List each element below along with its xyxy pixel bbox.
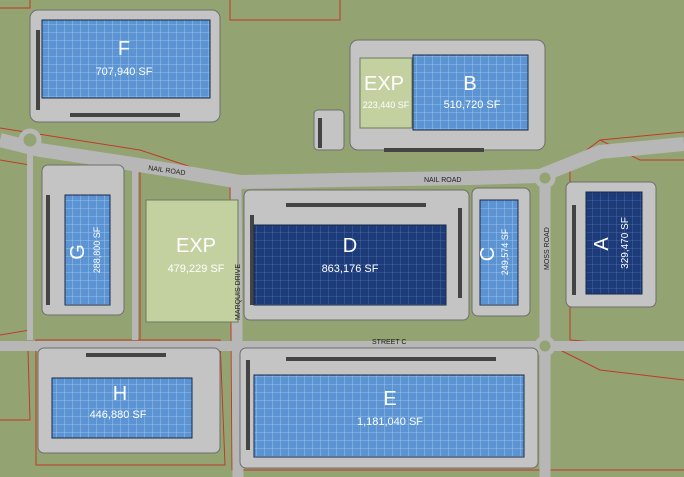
building-g-letter: G bbox=[67, 244, 89, 260]
building-d-letter: D bbox=[343, 235, 357, 257]
building-d-area: 863,176 SF bbox=[322, 263, 379, 275]
expansion-b-label: EXP bbox=[364, 73, 404, 95]
building-h-area: 446,880 SF bbox=[90, 409, 147, 421]
roundabout-east bbox=[534, 167, 556, 189]
building-c-letter: C bbox=[477, 247, 499, 261]
building-e-letter: E bbox=[383, 388, 396, 410]
building-e bbox=[253, 374, 525, 458]
roundabout-west bbox=[18, 128, 42, 152]
roads bbox=[0, 133, 684, 477]
building-a-letter: A bbox=[591, 237, 613, 251]
building-b-letter: B bbox=[463, 73, 476, 95]
expansion-d-label: EXP bbox=[176, 235, 216, 257]
road-label-marquis-drive: MARQUIS DRIVE bbox=[235, 264, 242, 320]
building-h bbox=[51, 377, 193, 439]
buildings bbox=[41, 19, 643, 458]
expansion-pad-b bbox=[359, 57, 413, 129]
road-label-moss-road: MOSS ROAD bbox=[544, 227, 551, 270]
building-c bbox=[479, 199, 519, 306]
building-b bbox=[412, 54, 529, 131]
parking-rows bbox=[36, 30, 576, 450]
building-b-area: 510,720 SF bbox=[444, 99, 501, 111]
building-a-area: 329,470 SF bbox=[620, 217, 631, 269]
building-h-letter: H bbox=[113, 383, 127, 405]
building-d bbox=[253, 224, 447, 306]
road-label-nail-road-east: NAIL ROAD bbox=[424, 177, 461, 184]
building-a bbox=[585, 191, 643, 295]
building-g-area: 288,800 SF bbox=[92, 226, 102, 273]
building-labels: F 707,940 SF EXP 223,440 SF B 510,720 SF… bbox=[67, 38, 631, 428]
building-c-area: 249,574 SF bbox=[500, 228, 510, 275]
building-g bbox=[64, 194, 111, 306]
expansion-b-area: 223,440 SF bbox=[363, 100, 410, 110]
building-f bbox=[41, 19, 211, 99]
building-f-letter: F bbox=[118, 38, 130, 60]
expansion-pad-d bbox=[145, 199, 239, 323]
roundabout-south bbox=[534, 335, 556, 357]
road-label-street-c: STREET C bbox=[372, 339, 407, 346]
building-f-area: 707,940 SF bbox=[96, 66, 153, 78]
building-e-area: 1,181,040 SF bbox=[357, 416, 423, 428]
expansion-d-area: 479,229 SF bbox=[168, 263, 225, 275]
